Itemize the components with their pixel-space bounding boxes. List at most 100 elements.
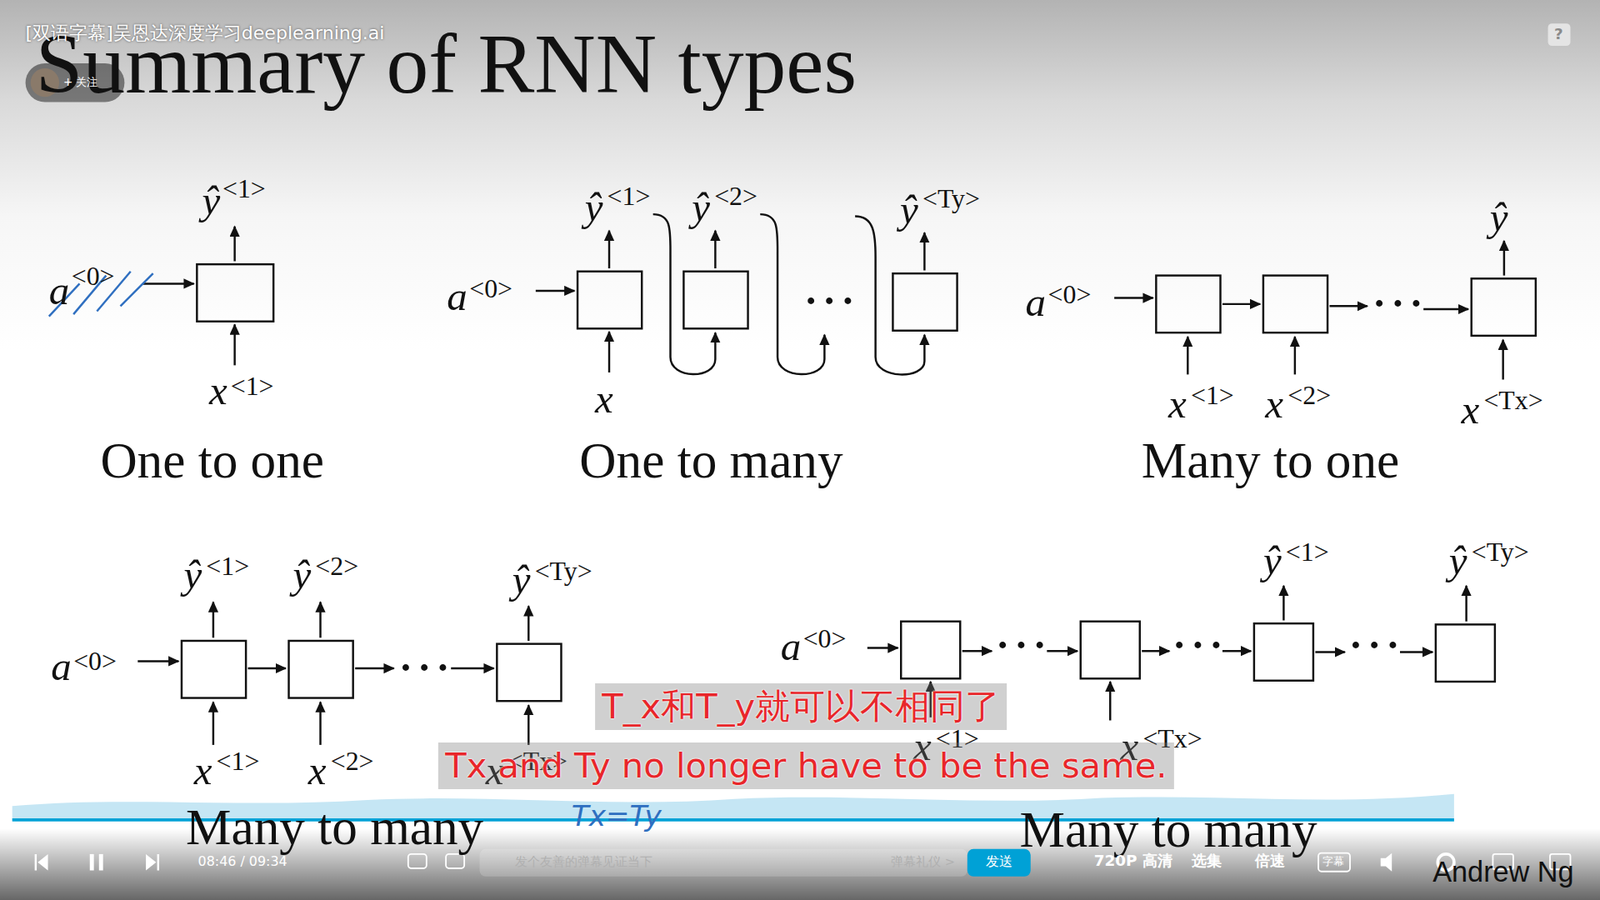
superscript: <2> bbox=[714, 183, 758, 210]
arrow bbox=[1503, 240, 1505, 276]
ellipsis: ··· bbox=[1349, 624, 1405, 665]
pause-icon bbox=[90, 854, 95, 871]
math-symbol: x bbox=[209, 370, 228, 411]
prev-icon bbox=[35, 854, 49, 871]
rnn-cell bbox=[289, 640, 354, 699]
math-symbol: ŷ bbox=[1449, 540, 1468, 581]
next-icon bbox=[145, 854, 160, 871]
superscript: <Tx> bbox=[1483, 387, 1543, 415]
arrow bbox=[527, 705, 530, 745]
math-symbol: ŷ bbox=[183, 554, 202, 595]
rnn-cell bbox=[892, 273, 957, 331]
math-symbol: ŷ bbox=[585, 186, 604, 228]
player-text: 720P 高清 bbox=[1094, 853, 1173, 869]
volume-icon bbox=[1380, 853, 1392, 872]
ellipsis: ··· bbox=[1372, 282, 1429, 324]
rnn-cell bbox=[1254, 623, 1314, 681]
math-symbol: ŷ bbox=[900, 189, 919, 230]
arrow bbox=[137, 660, 179, 662]
arrow bbox=[212, 601, 215, 638]
math-symbol: x bbox=[1460, 389, 1480, 430]
arrow bbox=[1465, 585, 1467, 622]
arrow bbox=[450, 667, 494, 670]
math-symbol: a bbox=[780, 625, 801, 667]
math-symbol: ŷ bbox=[1263, 540, 1282, 581]
arrow bbox=[319, 701, 321, 745]
superscript: <Ty> bbox=[922, 185, 980, 213]
math-symbol: ŷ bbox=[201, 180, 220, 221]
arrow bbox=[1114, 296, 1154, 299]
ellipsis: ··· bbox=[995, 624, 1052, 665]
math-symbol: x bbox=[595, 378, 614, 420]
caption: Many to many bbox=[185, 801, 484, 853]
player-hint: 弹幕礼仪 > bbox=[890, 855, 955, 869]
arrow bbox=[1294, 336, 1296, 375]
arrows bbox=[137, 214, 1505, 745]
superscript: <1> bbox=[205, 553, 250, 580]
arrow bbox=[142, 282, 194, 285]
arrow bbox=[867, 646, 899, 649]
watermark: Andrew Ng bbox=[1432, 857, 1575, 886]
caption: One to one bbox=[100, 435, 325, 486]
math-symbol: ŷ bbox=[292, 554, 311, 595]
arrow bbox=[233, 324, 235, 365]
math-symbol: a bbox=[1025, 281, 1046, 323]
rnn-cell bbox=[181, 640, 246, 699]
rnn-cell bbox=[1435, 624, 1495, 682]
arrow bbox=[962, 650, 993, 652]
danmaku-icon bbox=[408, 854, 427, 869]
math-symbol: x bbox=[1168, 383, 1187, 425]
math-symbol: a bbox=[446, 275, 467, 317]
player-text: 发送 bbox=[985, 855, 1013, 869]
superscript: <1> bbox=[222, 175, 266, 203]
superscript: <1> bbox=[607, 183, 651, 210]
superscript: <0> bbox=[803, 625, 847, 653]
arrow bbox=[608, 230, 610, 269]
player-text: 08:46 / 09:34 bbox=[198, 855, 288, 869]
ellipsis: ··· bbox=[399, 646, 455, 688]
help-icon: ? bbox=[1554, 26, 1564, 42]
player-text: 字幕 bbox=[1322, 855, 1345, 867]
rnn-cell bbox=[683, 271, 748, 330]
arrow bbox=[1222, 303, 1260, 305]
video-title: [双语字幕]吴恩达深度学习deeplearning.ai bbox=[25, 24, 385, 43]
rnn-cell bbox=[1080, 621, 1140, 680]
arrow bbox=[355, 667, 395, 670]
arrow bbox=[1400, 650, 1433, 653]
rnn-cell bbox=[496, 644, 561, 702]
arrow bbox=[1330, 305, 1368, 307]
superscript: <1> bbox=[230, 373, 275, 400]
ellipsis: ··· bbox=[1172, 624, 1229, 665]
pen-stroke bbox=[120, 273, 153, 306]
follow-button: + 关注 bbox=[63, 76, 99, 88]
arrow bbox=[714, 230, 716, 269]
arrow bbox=[535, 290, 575, 292]
math-symbol: ŷ bbox=[512, 559, 531, 600]
math-symbol: a bbox=[49, 270, 70, 311]
math-symbol: x bbox=[194, 750, 213, 791]
caption: Many to one bbox=[1141, 435, 1400, 486]
superscript: <0> bbox=[469, 275, 513, 303]
arrow bbox=[1109, 681, 1111, 721]
superscript: <0> bbox=[71, 263, 115, 290]
math-symbol: x bbox=[1265, 383, 1284, 425]
superscript: <1> bbox=[216, 748, 260, 775]
math-symbol: x bbox=[308, 750, 327, 791]
feedback-curve bbox=[855, 216, 925, 375]
rnn-cells bbox=[181, 264, 1536, 701]
superscript: <2> bbox=[1287, 382, 1331, 410]
arrow bbox=[1423, 308, 1469, 310]
superscript: <2> bbox=[330, 748, 375, 775]
caption: Many to many bbox=[1020, 804, 1318, 855]
superscript: <1> bbox=[1190, 382, 1235, 410]
superscript: <2> bbox=[315, 553, 359, 580]
player-controls bbox=[35, 849, 1571, 877]
rnn-cell bbox=[1263, 275, 1328, 334]
arrow bbox=[1186, 336, 1189, 375]
arrow bbox=[1046, 650, 1078, 652]
help-icon bbox=[1548, 23, 1571, 46]
superscript: <0> bbox=[73, 648, 117, 675]
player-text: 选集 bbox=[1191, 853, 1222, 869]
subtitle: T_x和T_y就可以不相同了 bbox=[595, 683, 1007, 730]
rnn-cell bbox=[1471, 278, 1536, 336]
